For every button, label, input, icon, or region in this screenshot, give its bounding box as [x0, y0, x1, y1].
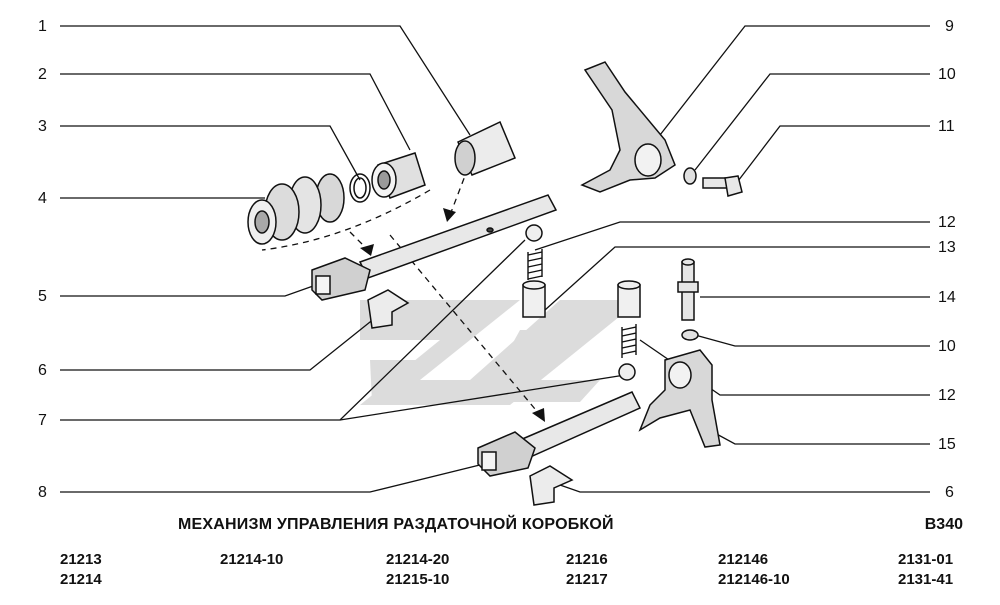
callout-13: 13	[938, 239, 956, 256]
bushing-part	[454, 120, 516, 176]
upper-fork	[580, 61, 676, 193]
spring-part	[527, 249, 637, 358]
model-column-2: 21214-10	[220, 550, 283, 570]
callout-11: 11	[938, 118, 955, 135]
lower-rod	[477, 391, 642, 477]
callout-3: 3	[38, 118, 47, 135]
model-code: 21214	[60, 571, 102, 588]
model-code: 21215-10	[386, 571, 450, 588]
callout-12-bottom: 12	[938, 387, 956, 404]
callout-2: 2	[38, 66, 47, 83]
callout-4: 4	[38, 190, 47, 207]
watermark-logo	[360, 300, 640, 405]
callout-15: 15	[938, 436, 956, 453]
callout-5: 5	[38, 288, 47, 305]
callout-12-top: 12	[938, 214, 956, 231]
model-column-6: 2131-01 2131-41	[898, 550, 953, 590]
model-code: 212146-10	[718, 571, 790, 588]
right-callouts: 9 10 11 12 13 14 10 12 15 6	[938, 18, 956, 501]
model-column-5: 212146 212146-10	[718, 550, 790, 590]
ring-part	[349, 173, 371, 203]
ball-part	[525, 224, 636, 381]
diagram-code: B340	[924, 516, 963, 533]
model-code: 21214-20	[386, 551, 450, 568]
stud-part	[677, 258, 699, 321]
callout-10-top: 10	[938, 66, 956, 83]
leader-lines	[60, 25, 930, 493]
callout-6-right: 6	[945, 484, 954, 501]
clip-part	[367, 289, 574, 506]
model-code: 21214-10	[220, 551, 284, 568]
boot-part	[247, 173, 345, 245]
model-column-4: 21216 21217	[566, 550, 608, 590]
model-column-1: 21213 21214	[60, 550, 102, 590]
callout-1: 1	[38, 18, 47, 35]
callout-8: 8	[38, 484, 47, 501]
model-column-3: 21214-20 21215-10	[386, 550, 449, 590]
bolt-part	[702, 175, 743, 197]
washer-part	[681, 167, 699, 341]
collar-part	[371, 152, 426, 199]
guide-arrows	[360, 208, 545, 422]
diagram-title: МЕХАНИЗМ УПРАВЛЕНИЯ РАЗДАТОЧНОЙ КОРОБКОЙ	[178, 516, 614, 533]
upper-rod	[311, 194, 558, 301]
model-list: 21213 21214 21214-10 21214-20 21215-10 2…	[0, 550, 1000, 600]
callout-9: 9	[945, 18, 954, 35]
callout-10-bottom: 10	[938, 338, 956, 355]
model-code: 2131-41	[898, 571, 954, 588]
callout-6: 6	[38, 362, 47, 379]
model-code: 2131-01	[898, 551, 954, 568]
assembly-guides	[261, 167, 541, 416]
sleeve-part	[522, 280, 641, 318]
model-code: 21216	[566, 551, 608, 568]
callout-7: 7	[38, 412, 47, 429]
left-callouts: 1 2 3 4 5 6 7 8	[38, 18, 47, 501]
model-code: 212146	[718, 551, 769, 568]
callout-14: 14	[938, 289, 956, 306]
model-code: 21213	[60, 551, 102, 568]
model-code: 21217	[566, 571, 608, 588]
lower-fork	[638, 349, 721, 448]
